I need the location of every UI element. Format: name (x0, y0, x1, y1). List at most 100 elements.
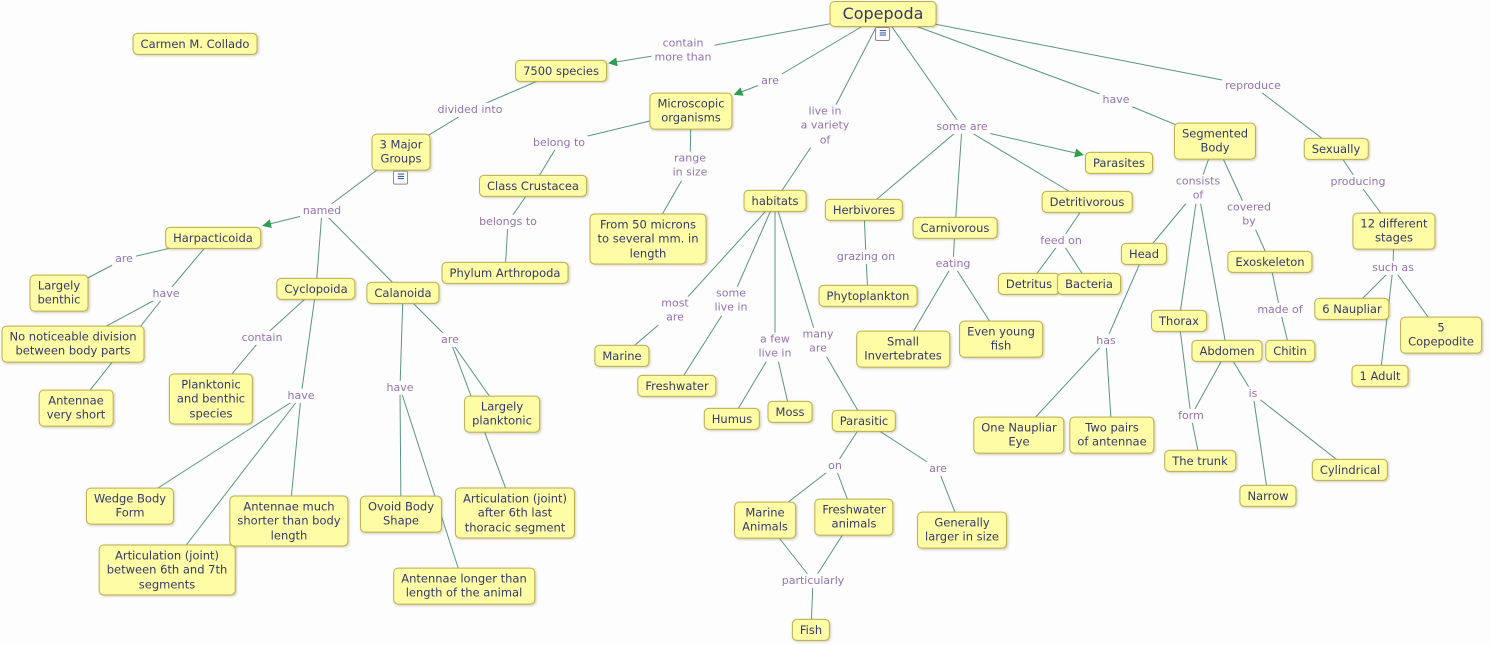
node-artic67[interactable]: Articulation (joint) between 6th and 7th… (98, 544, 236, 596)
link-label-are1: are (758, 73, 782, 89)
link-label-producing: producing (1327, 174, 1389, 190)
link-label-livein: live in a variety of (797, 104, 853, 148)
node-crustacea[interactable]: Class Crustacea (479, 174, 587, 198)
link-label-on: on (825, 458, 845, 474)
link-label-are2: are (112, 251, 136, 267)
node-generallylarger[interactable]: Generally larger in size (917, 511, 1007, 549)
node-segmentedbody[interactable]: Segmented Body (1173, 122, 1257, 160)
node-artic6th[interactable]: Articulation (joint) after 6th last thor… (454, 487, 576, 539)
node-detritus[interactable]: Detritus (997, 272, 1061, 296)
edge-line (954, 126, 963, 229)
link-label-belongsto: belongs to (476, 214, 540, 230)
node-largelyplank[interactable]: Largely planktonic (464, 395, 540, 433)
edge-line (321, 210, 404, 294)
node-benthic[interactable]: Largely benthic (29, 274, 89, 312)
node-antmuchshorter[interactable]: Antennae much shorter than body length (229, 495, 349, 547)
node-habitats[interactable]: habitats (743, 189, 807, 213)
node-naupliar6[interactable]: 6 Naupliar (1314, 297, 1390, 321)
link-label-particularly: particularly (778, 573, 848, 589)
node-naupliareye[interactable]: One Naupliar Eye (973, 416, 1065, 454)
node-bacteria[interactable]: Bacteria (1057, 272, 1121, 296)
node-author[interactable]: Carmen M. Collado (132, 32, 258, 56)
node-parasitic[interactable]: Parasitic (831, 409, 897, 433)
link-label-are3: are (438, 332, 462, 348)
node-head[interactable]: Head (1120, 242, 1168, 266)
link-label-have3: have (383, 380, 417, 396)
edge-line (1252, 393, 1351, 471)
node-freshwateranimals[interactable]: Freshwater animals (814, 498, 894, 536)
node-calanoida[interactable]: Calanoida (366, 281, 440, 305)
node-trunk[interactable]: The trunk (1164, 449, 1236, 473)
node-cyclopoida[interactable]: Cyclopoida (276, 277, 356, 301)
node-chitin[interactable]: Chitin (1265, 339, 1315, 363)
link-label-belongto: belong to (529, 135, 589, 151)
link-label-eating: eating (932, 256, 974, 272)
link-label-afewlivein: a few live in (755, 332, 795, 362)
node-smallinvert[interactable]: Small Invertebrates (856, 330, 950, 368)
node-parasites[interactable]: Parasites (1084, 151, 1154, 175)
node-copepoda[interactable]: Copepoda≡ (829, 1, 937, 41)
node-nodivision[interactable]: No noticeable division between body part… (1, 325, 145, 363)
node-wedge[interactable]: Wedge Body Form (85, 487, 175, 525)
node-majorgroups[interactable]: 3 Major Groups≡ (371, 133, 431, 185)
link-label-is: is (1245, 386, 1261, 402)
node-species7500[interactable]: 7500 species (515, 59, 607, 83)
edge-line (1178, 188, 1199, 322)
node-arthropoda[interactable]: Phylum Arthropoda (441, 261, 569, 285)
node-marineanimals[interactable]: Marine Animals (734, 501, 796, 539)
resource-icon[interactable]: ≡ (875, 27, 891, 41)
node-sexually[interactable]: Sexually (1303, 137, 1369, 161)
node-carnivorous[interactable]: Carnivorous (912, 216, 998, 240)
node-youngfish[interactable]: Even young fish (959, 320, 1043, 358)
node-copepodite5[interactable]: 5 Copepodite (1400, 316, 1482, 354)
node-harpacticoida[interactable]: Harpacticoida (165, 226, 261, 250)
node-narrow[interactable]: Narrow (1239, 484, 1297, 508)
edge-line (1197, 188, 1228, 352)
edge-line (882, 13, 963, 128)
node-marine[interactable]: Marine (594, 344, 650, 368)
node-abdomen[interactable]: Abdomen (1191, 339, 1263, 363)
node-adult1[interactable]: 1 Adult (1351, 364, 1409, 388)
link-label-named: named (299, 203, 345, 219)
node-ovoid[interactable]: Ovoid Body Shape (359, 495, 443, 533)
edge-line (863, 126, 963, 211)
link-label-contain: contain more than (651, 36, 715, 66)
node-stages12[interactable]: 12 different stages (1352, 212, 1436, 250)
node-exoskeleton[interactable]: Exoskeleton (1227, 250, 1313, 274)
node-fish[interactable]: Fish (791, 618, 831, 642)
link-label-have1: have (149, 286, 183, 302)
node-antlonger[interactable]: Antennae longer than length of the anima… (393, 567, 535, 605)
node-moss[interactable]: Moss (767, 400, 813, 424)
node-humus[interactable]: Humus (703, 407, 761, 431)
node-planktonicbenthic[interactable]: Planktonic and benthic species (168, 373, 254, 425)
node-microns50[interactable]: From 50 microns to several mm. in length (589, 213, 707, 265)
link-label-have4: have (1099, 92, 1133, 108)
link-label-form: form (1175, 408, 1207, 424)
link-label-madeof: made of (1254, 302, 1306, 318)
node-detritivorous[interactable]: Detritivorous (1041, 190, 1133, 214)
link-label-range: range in size (669, 151, 711, 181)
edge-line (399, 292, 404, 389)
edge-line (1252, 393, 1269, 497)
resource-icon[interactable]: ≡ (393, 170, 409, 185)
link-label-suchas: such as (1369, 260, 1417, 276)
edge-line (882, 13, 1117, 101)
edge-line (961, 126, 1088, 203)
link-label-grazing: grazing on (833, 249, 899, 265)
node-microscopic[interactable]: Microscopic organisms (649, 92, 733, 130)
node-herbivores[interactable]: Herbivores (824, 198, 904, 222)
edge-line (300, 288, 317, 397)
node-twopairs[interactable]: Two pairs of antennae (1069, 416, 1155, 454)
link-label-divided: divided into (434, 102, 506, 118)
node-phytoplankton[interactable]: Phytoplankton (818, 284, 918, 308)
node-freshwater[interactable]: Freshwater (637, 374, 717, 398)
link-label-consists: consists of (1172, 174, 1224, 204)
node-cylindrical[interactable]: Cylindrical (1311, 458, 1389, 482)
node-antshort[interactable]: Antennae very short (38, 389, 114, 427)
edge-line (166, 395, 302, 571)
link-label-feedon: feed on (1037, 233, 1085, 249)
link-label-has: has (1093, 333, 1119, 349)
node-thorax[interactable]: Thorax (1151, 309, 1207, 333)
edge-line (1105, 253, 1145, 342)
